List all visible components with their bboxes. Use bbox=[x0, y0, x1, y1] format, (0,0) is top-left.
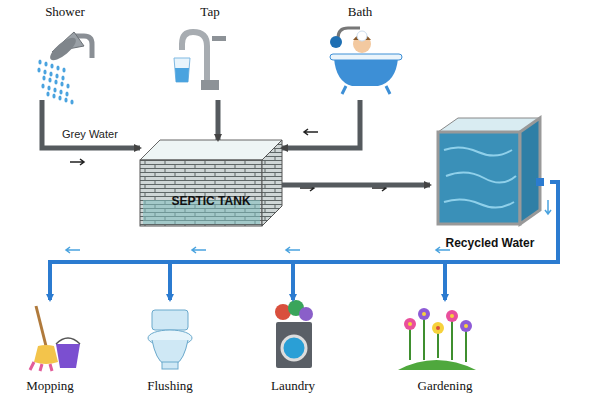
laundry-node: Laundry bbox=[250, 300, 336, 394]
shower-node: Shower bbox=[20, 4, 110, 100]
recycled-water-pipe bbox=[445, 182, 558, 300]
recycled-water-pipe bbox=[293, 182, 558, 300]
node-label: SEPTIC TANK bbox=[171, 194, 250, 208]
node-label: Tap bbox=[200, 4, 219, 20]
grey-water-pipe bbox=[282, 100, 360, 148]
mop-icon bbox=[30, 306, 80, 371]
toilet-icon bbox=[148, 310, 192, 369]
recycled-water-tank bbox=[438, 118, 544, 224]
node-label: Bath bbox=[348, 4, 373, 20]
washing-machine-icon bbox=[275, 300, 313, 368]
recycled-water-node: Recycled Water bbox=[430, 115, 550, 250]
flow-label: Grey Water bbox=[62, 128, 118, 140]
node-label: Flushing bbox=[147, 378, 193, 394]
node-label: Recycled Water bbox=[446, 236, 535, 250]
flowers-icon bbox=[398, 308, 476, 370]
bath-node: Bath bbox=[315, 4, 405, 100]
septic-tank-node: SEPTIC TANK bbox=[140, 140, 282, 228]
blue-flow-arrows bbox=[66, 200, 551, 253]
node-label: Mopping bbox=[26, 378, 74, 394]
node-label: Gardening bbox=[418, 378, 473, 394]
node-label: Shower bbox=[45, 4, 85, 20]
grey-water-pipe bbox=[42, 100, 140, 148]
grey-water-pipe bbox=[282, 183, 430, 188]
flushing-node: Flushing bbox=[130, 300, 210, 394]
tap-icon bbox=[174, 32, 226, 90]
septic-tank bbox=[140, 140, 282, 226]
grey-water-pipe bbox=[216, 100, 221, 140]
gardening-node: Gardening bbox=[390, 300, 500, 394]
bath-icon bbox=[330, 28, 402, 94]
mopping-node: Mopping bbox=[10, 300, 90, 394]
node-label: Laundry bbox=[271, 378, 315, 394]
recycled-water-pipe bbox=[50, 182, 558, 300]
recycled-water-pipe bbox=[170, 182, 558, 300]
tap-node: Tap bbox=[170, 4, 250, 100]
shower-icon bbox=[37, 32, 92, 105]
